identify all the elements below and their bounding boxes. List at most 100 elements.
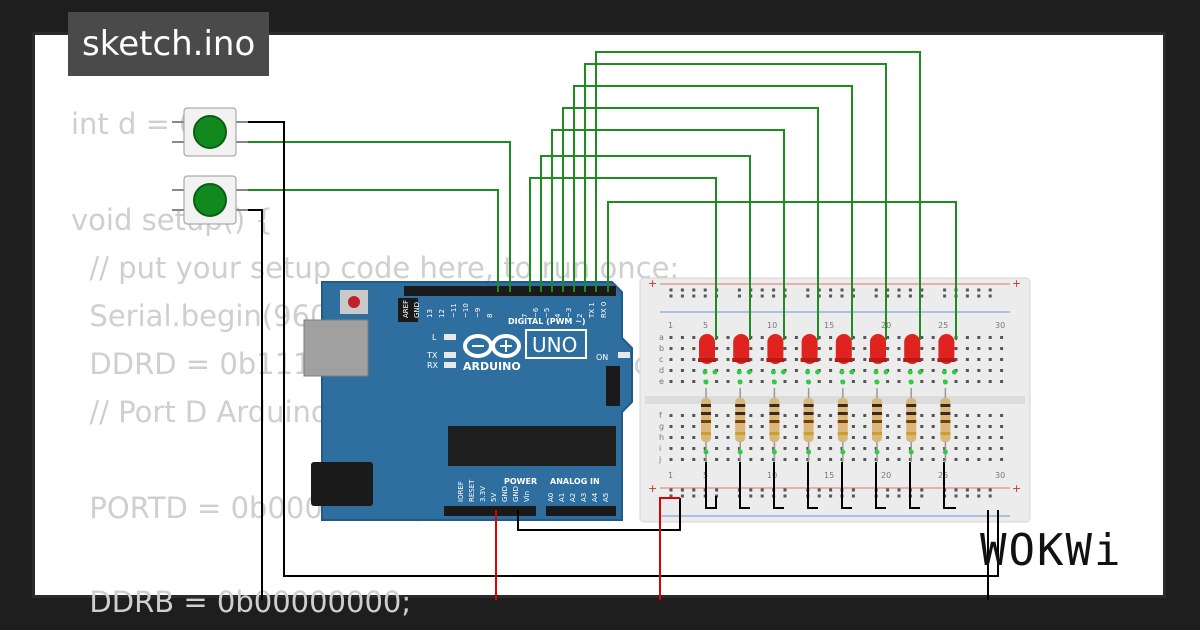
column-number: 10	[767, 471, 777, 480]
red-led[interactable]	[834, 334, 855, 385]
digital-pin-label: AREF	[402, 300, 410, 318]
digital-pin-label: 12	[438, 309, 446, 318]
analog-label: ANALOG IN	[550, 477, 600, 486]
resistor[interactable]	[837, 388, 848, 462]
resistor[interactable]	[940, 388, 951, 462]
column-number: 1	[668, 321, 673, 330]
analog-pin-label: A2	[569, 493, 577, 502]
column-number: 15	[824, 321, 834, 330]
power-label: POWER	[504, 477, 537, 486]
red-led[interactable]	[732, 334, 752, 385]
row-letter: d	[659, 366, 664, 375]
analog-pin-label: A4	[591, 492, 599, 502]
pushbutton-2[interactable]	[172, 175, 250, 225]
red-led[interactable]	[903, 334, 923, 385]
analog-header	[546, 506, 616, 516]
column-number: 10	[767, 321, 777, 330]
resistor[interactable]	[803, 388, 814, 462]
board-model: UNO	[532, 333, 577, 357]
column-number: 5	[703, 321, 708, 330]
code-line: DDRB = 0b00000000;	[71, 585, 412, 619]
red-led[interactable]	[869, 334, 889, 385]
project-title: sketch.ino	[68, 12, 270, 76]
row-letter: a	[659, 333, 664, 342]
wires	[248, 51, 999, 600]
tx-label: TX	[426, 351, 438, 360]
digital-pin-label: 8	[486, 314, 494, 318]
digital-pin-label: ~10	[462, 303, 470, 318]
column-number: 25	[938, 321, 948, 330]
power-pin-label: RESET	[468, 479, 476, 502]
power-pin-label: GND	[501, 486, 509, 502]
rail-plus: +	[1012, 277, 1021, 290]
ground-wires	[248, 121, 999, 600]
on-led	[618, 352, 630, 358]
digital-pin-label: ~3	[565, 308, 573, 318]
resistor[interactable]	[701, 388, 711, 462]
rx-label: RX	[427, 361, 439, 370]
power-header	[444, 506, 536, 516]
digital-pin-label: 13	[426, 309, 434, 318]
power-pin-label: 3.3V	[479, 486, 487, 502]
l-label: L	[432, 333, 437, 342]
column-number: 15	[824, 471, 834, 480]
resistor[interactable]	[906, 388, 917, 462]
digital-pin-label: ~11	[450, 303, 458, 318]
rail-plus: +	[648, 277, 657, 290]
pushbutton-1[interactable]	[172, 107, 250, 157]
row-letter: f	[659, 411, 662, 420]
power-wires	[495, 497, 680, 600]
row-letter: i	[659, 444, 661, 453]
digital-pin-label: 4	[554, 313, 562, 318]
rail-plus: +	[648, 482, 657, 495]
power-pin-label: IOREF	[457, 481, 465, 502]
red-led[interactable]	[800, 334, 821, 385]
column-number: 30	[995, 471, 1005, 480]
tx-led	[444, 352, 456, 358]
row-letter: g	[659, 422, 664, 431]
wokwi-logo: WOKWi	[980, 525, 1123, 576]
resistor[interactable]	[872, 388, 882, 462]
arduino-infinity-logo	[463, 334, 521, 358]
arduino-uno-board[interactable]: UNO ARDUINO DIGITAL (PWM ~) POWER ANALOG…	[303, 281, 633, 521]
digital-pin-label: ~5	[543, 308, 551, 318]
analog-pin-label: A5	[602, 493, 610, 502]
power-jack	[311, 462, 373, 506]
leds	[698, 334, 957, 385]
column-number: 30	[995, 321, 1005, 330]
analog-pin-label: A1	[558, 493, 566, 502]
digital-pin-label: ~6	[532, 307, 540, 318]
code-line: // put your setup code here, to run once…	[71, 251, 680, 285]
digital-pin-label: RX 0	[600, 302, 608, 318]
atmega-chip	[448, 426, 616, 466]
signal-wires	[248, 51, 957, 340]
reset-button-cap[interactable]	[348, 296, 360, 308]
l-led	[444, 334, 456, 340]
column-number: 20	[881, 471, 891, 480]
digital-label: DIGITAL (PWM ~)	[508, 317, 586, 326]
breadboard[interactable]: + + + + 1 5 10 15 20 25 30 1 5 10 15 20 …	[639, 277, 1031, 523]
rx-led	[444, 362, 456, 368]
digital-pin-label: 2	[576, 314, 584, 318]
resistor[interactable]	[735, 388, 746, 462]
row-letter: c	[659, 355, 663, 364]
analog-pin-label: A0	[547, 493, 555, 502]
digital-pin-label: GND	[413, 302, 421, 318]
row-letter: h	[659, 433, 664, 442]
row-letter: e	[659, 377, 664, 386]
red-led[interactable]	[766, 334, 786, 385]
icsp-header	[398, 298, 418, 322]
red-led[interactable]	[937, 334, 957, 385]
board-brand: ARDUINO	[463, 360, 521, 373]
row-letter: b	[659, 344, 664, 353]
column-number: 1	[668, 471, 673, 480]
rail-plus: +	[1012, 482, 1021, 495]
row-letter: j	[658, 455, 661, 464]
power-pin-label: Vin	[523, 491, 531, 502]
red-led[interactable]	[698, 334, 718, 385]
resistor[interactable]	[769, 388, 780, 462]
digital-pin-label: TX 1	[588, 302, 596, 319]
power-pin-label: 5V	[490, 493, 498, 502]
uno-logo-box	[525, 329, 587, 359]
